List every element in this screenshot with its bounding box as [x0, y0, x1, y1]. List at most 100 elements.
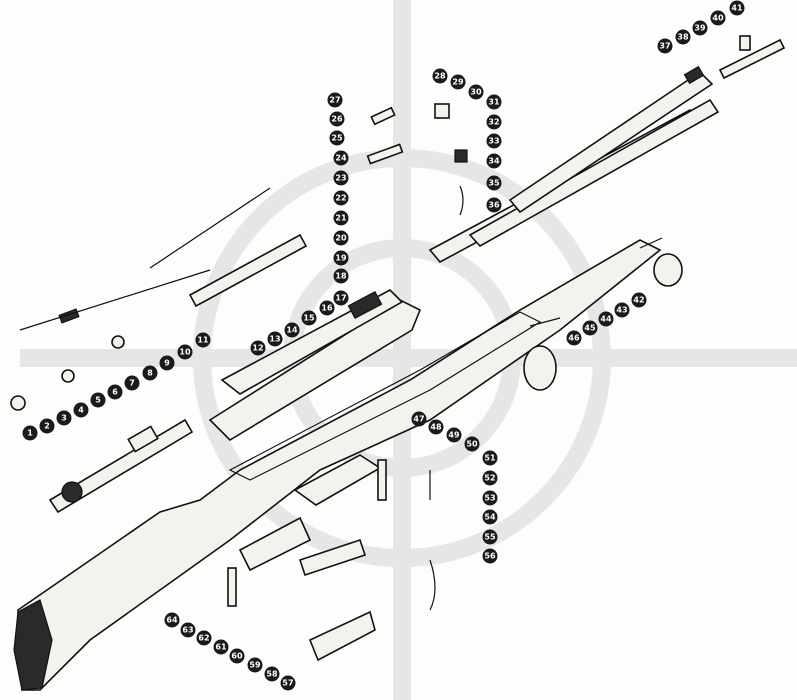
callout-marker: [213, 639, 229, 655]
callout-label: 57: [282, 679, 293, 688]
callout-marker: [614, 302, 630, 318]
callout-marker: [107, 384, 123, 400]
callout-label: 2: [44, 422, 50, 431]
callout-marker: [196, 630, 212, 646]
trigger-group: [227, 454, 436, 662]
callout-52: 52: [482, 470, 498, 486]
callout-label: 8: [147, 369, 153, 378]
callout-label: 16: [321, 304, 333, 313]
callout-marker: [450, 74, 466, 90]
callout-label: 13: [269, 335, 280, 344]
callout-31: 31: [486, 94, 502, 110]
small-parts: [366, 35, 751, 165]
callout-marker: [333, 210, 349, 226]
callout-39: 39: [692, 20, 708, 36]
callout-label: 24: [335, 154, 347, 163]
callout-label: 3: [61, 414, 67, 423]
callout-57: 57: [280, 675, 296, 691]
callout-32: 32: [486, 114, 502, 130]
callout-17: 17: [333, 290, 349, 306]
callout-marker: [482, 450, 498, 466]
callout-label: 60: [231, 652, 243, 661]
callout-26: 26: [329, 111, 345, 127]
callout-58: 58: [264, 666, 280, 682]
callout-50: 50: [464, 436, 480, 452]
callout-label: 38: [677, 33, 689, 42]
callout-marker: [333, 150, 349, 166]
callout-marker: [267, 331, 283, 347]
callout-marker: [177, 344, 193, 360]
callout-marker: [333, 268, 349, 284]
callout-11: 11: [195, 332, 211, 348]
callout-marker: [428, 419, 444, 435]
callout-marker: [482, 490, 498, 506]
callout-marker: [159, 355, 175, 371]
callout-marker: [164, 612, 180, 628]
callout-marker: [598, 311, 614, 327]
muzzle-parts: [48, 418, 194, 514]
callout-marker: [264, 666, 280, 682]
callout-numbers: 1234567891011121314151617181920212223242…: [22, 0, 745, 691]
callout-marker: [710, 10, 726, 26]
callout-9: 9: [159, 355, 175, 371]
callout-56: 56: [482, 548, 498, 564]
callout-51: 51: [482, 450, 498, 466]
callout-label: 50: [466, 440, 478, 449]
callout-label: 23: [335, 174, 346, 183]
callout-marker: [486, 94, 502, 110]
callout-label: 51: [484, 454, 496, 463]
callout-35: 35: [486, 175, 502, 191]
callout-marker: [486, 114, 502, 130]
callout-marker: [229, 648, 245, 664]
callout-10: 10: [177, 344, 193, 360]
callout-18: 18: [333, 268, 349, 284]
callout-34: 34: [486, 153, 502, 169]
callout-22: 22: [333, 190, 349, 206]
callout-marker: [631, 292, 647, 308]
callout-47: 47: [411, 411, 427, 427]
callout-label: 31: [488, 98, 500, 107]
callout-42: 42: [631, 292, 647, 308]
callout-marker: [329, 130, 345, 146]
callout-label: 45: [584, 324, 596, 333]
callout-label: 26: [331, 115, 343, 124]
callout-marker: [329, 111, 345, 127]
callout-59: 59: [247, 657, 263, 673]
callout-marker: [301, 310, 317, 326]
callout-label: 46: [568, 334, 580, 343]
callout-23: 23: [333, 170, 349, 186]
callout-43: 43: [614, 302, 630, 318]
callout-49: 49: [446, 427, 462, 443]
callout-marker: [486, 175, 502, 191]
callout-marker: [73, 402, 89, 418]
callout-37: 37: [657, 38, 673, 54]
callout-21: 21: [333, 210, 349, 226]
callout-label: 29: [452, 78, 464, 87]
callout-marker: [692, 20, 708, 36]
callout-marker: [657, 38, 673, 54]
callout-label: 11: [197, 336, 209, 345]
callout-label: 48: [430, 423, 442, 432]
callout-63: 63: [180, 622, 196, 638]
callout-marker: [482, 509, 498, 525]
callout-marker: [432, 68, 448, 84]
callout-marker: [250, 340, 266, 356]
callout-marker: [486, 197, 502, 213]
callout-label: 36: [488, 201, 500, 210]
callout-label: 5: [95, 396, 101, 405]
callout-label: 53: [484, 494, 495, 503]
callout-label: 6: [112, 388, 118, 397]
callout-12: 12: [250, 340, 266, 356]
bolt-parts: [10, 187, 308, 411]
callout-41: 41: [729, 0, 745, 16]
callout-label: 52: [484, 474, 495, 483]
callout-14: 14: [284, 322, 300, 338]
callout-20: 20: [333, 230, 349, 246]
callout-label: 32: [488, 118, 499, 127]
callout-marker: [195, 332, 211, 348]
callout-label: 9: [164, 359, 170, 368]
callout-label: 21: [335, 214, 347, 223]
callout-marker: [333, 290, 349, 306]
callout-label: 19: [335, 254, 347, 263]
callout-label: 44: [600, 315, 612, 324]
